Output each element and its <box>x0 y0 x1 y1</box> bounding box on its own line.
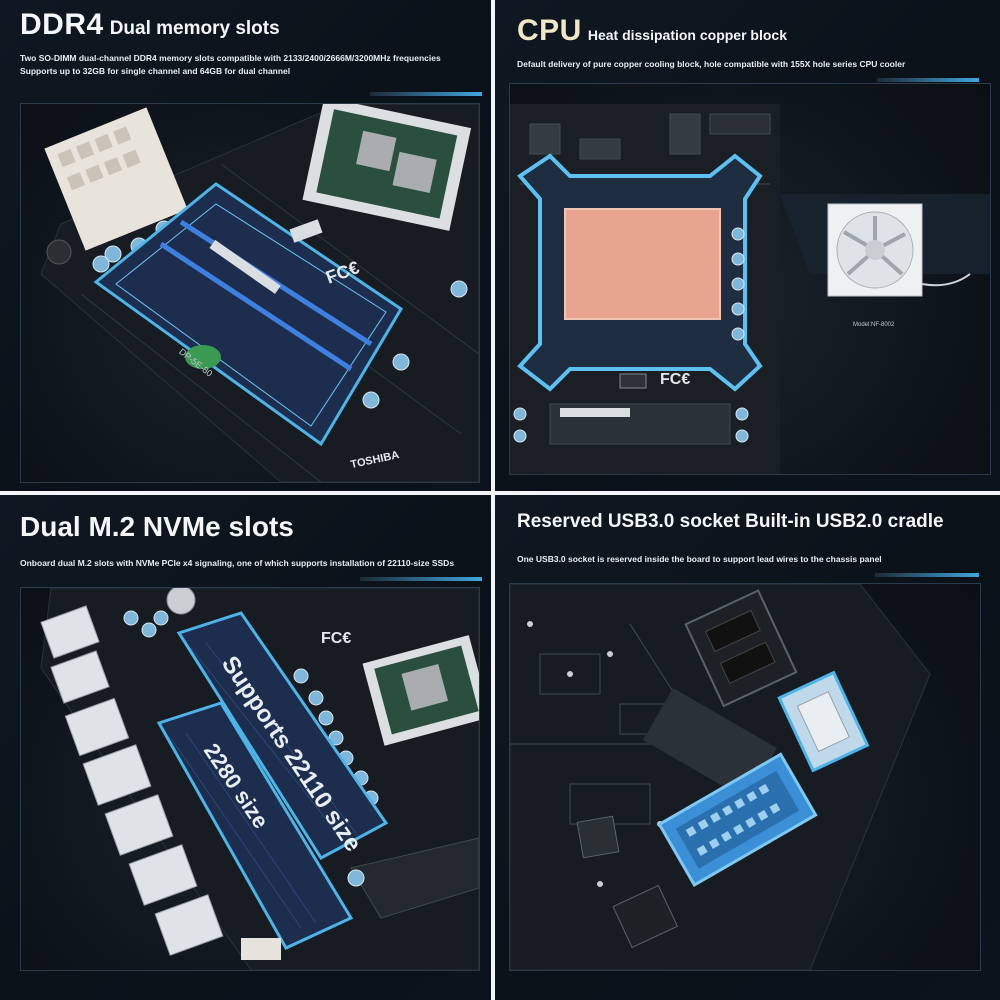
ddr4-title: DDR4 Dual memory slots <box>20 8 280 42</box>
usb-panel: Reserved USB3.0 socket Built-in USB2.0 c… <box>495 495 1000 1000</box>
m2-accent-bar <box>360 577 482 581</box>
m2-panel: Dual M.2 NVMe slots Onboard dual M.2 slo… <box>0 495 495 1000</box>
ddr4-panel: DDR4 Dual memory slots Two SO-DIMM dual-… <box>0 0 495 495</box>
cpu-panel: CPU Heat dissipation copper block Defaul… <box>495 0 1000 495</box>
ddr4-desc-line-1: Two SO-DIMM dual-channel DDR4 memory slo… <box>20 53 441 63</box>
ddr4-description: Two SO-DIMM dual-channel DDR4 memory slo… <box>20 52 490 78</box>
m2-title: Dual M.2 NVMe slots <box>20 511 294 542</box>
cpu-title-big: CPU <box>517 14 582 47</box>
usb-board-image <box>509 583 981 971</box>
cpu-desc-line-1: Default delivery of pure copper cooling … <box>517 59 906 69</box>
usb-desc-line-1: One USB3.0 socket is reserved inside the… <box>517 554 882 564</box>
m2-fcc-mark: FC€ <box>321 630 351 647</box>
cpu-accent-bar <box>877 78 979 82</box>
cpu-description: Default delivery of pure copper cooling … <box>517 58 987 71</box>
ddr4-board-image: FC€ DP-5E-80 TOSHIBA <box>20 103 480 483</box>
usb-accent-bar <box>875 573 979 577</box>
ddr4-accent-bar <box>370 92 482 96</box>
usb-board-illustration <box>510 584 931 970</box>
cpu-board-illustration: FC€ <box>510 104 990 474</box>
ddr4-title-small: Dual memory slots <box>109 18 280 39</box>
m2-desc-line-1: Onboard dual M.2 slots with NVMe PCIe x4… <box>20 558 455 568</box>
cpu-title-small: Heat dissipation copper block <box>587 27 787 43</box>
ddr4-desc-line-2: Supports up to 32GB for single channel a… <box>20 66 291 76</box>
ddr4-title-big: DDR4 <box>20 8 104 41</box>
m2-board-image: FC€ Supports 22110 size 2280 size <box>20 587 480 971</box>
ddr4-board-illustration: FC€ DP-5E-80 TOSHIBA <box>40 104 479 482</box>
m2-board-illustration: FC€ Supports 22110 size 2280 size <box>40 588 479 970</box>
usb-title: Reserved USB3.0 socket Built-in USB2.0 c… <box>517 511 944 532</box>
cpu-fcc-mark: FC€ <box>660 371 690 388</box>
cpu-board-image: FC€ Model:NF-8002 <box>509 83 991 475</box>
m2-description: Onboard dual M.2 slots with NVMe PCIe x4… <box>20 557 490 570</box>
usb-description: One USB3.0 socket is reserved inside the… <box>517 553 987 566</box>
cooler-model-caption: Model:NF-8002 <box>853 322 895 328</box>
cpu-title: CPU Heat dissipation copper block <box>517 14 787 48</box>
